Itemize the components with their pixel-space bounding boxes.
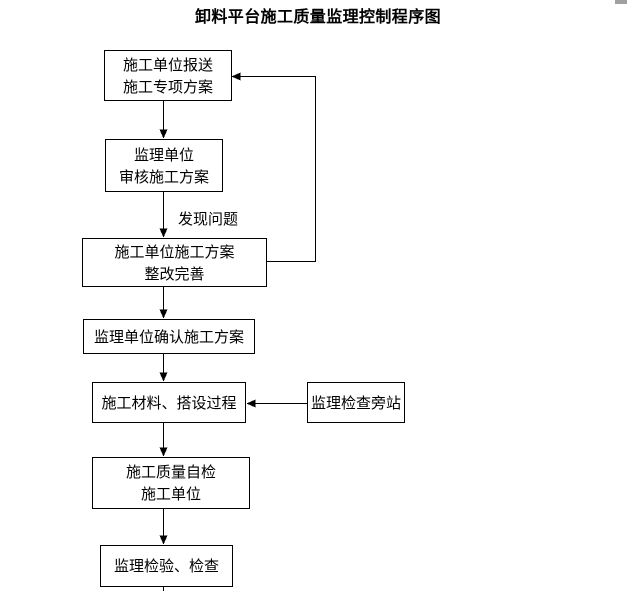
connector-feedback-rectify-to-submit — [231, 72, 316, 262]
flow-node-rectify-plan-line1: 施工单位施工方案 — [114, 242, 235, 261]
flow-node-rectify-plan: 施工单位施工方案 整改完善 — [82, 238, 267, 287]
flow-node-inspection: 监理检验、检查 — [100, 545, 233, 587]
flow-node-submit-plan-line1: 施工单位报送 — [122, 55, 213, 74]
edge-label-found-problem: 发现问题 — [178, 210, 239, 228]
scrollbar-fragment — [615, 0, 627, 4]
flow-node-confirm-plan-line1: 监理单位确认施工方案 — [93, 327, 244, 346]
flow-node-self-check-line2: 施工单位 — [140, 485, 201, 503]
page-title: 卸料平台施工质量监理控制程序图 — [195, 7, 442, 26]
flow-node-self-check-line1: 施工质量自检 — [125, 463, 216, 481]
flow-node-rectify-plan-line2: 整改完善 — [144, 264, 205, 283]
flow-node-self-check: 施工质量自检 施工单位 — [92, 457, 250, 509]
flow-node-review-plan-line1: 监理单位 — [133, 145, 194, 164]
flow-node-supervision-side-station: 监理检查旁站 — [307, 382, 405, 423]
flow-node-inspection-line1: 监理检验、检查 — [113, 557, 219, 575]
flow-node-confirm-plan: 监理单位确认施工方案 — [83, 319, 255, 354]
flow-node-materials-process-line1: 施工材料、搭设过程 — [101, 393, 237, 412]
flow-node-review-plan: 监理单位 审核施工方案 — [105, 139, 223, 192]
flow-node-submit-plan-line2: 施工专项方案 — [122, 77, 213, 96]
flow-node-supervision-side-station-line1: 监理检查旁站 — [310, 393, 401, 412]
flow-node-materials-process: 施工材料、搭设过程 — [92, 382, 246, 423]
flow-node-submit-plan: 施工单位报送 施工专项方案 — [104, 50, 232, 101]
flow-node-review-plan-line2: 审核施工方案 — [118, 167, 209, 186]
